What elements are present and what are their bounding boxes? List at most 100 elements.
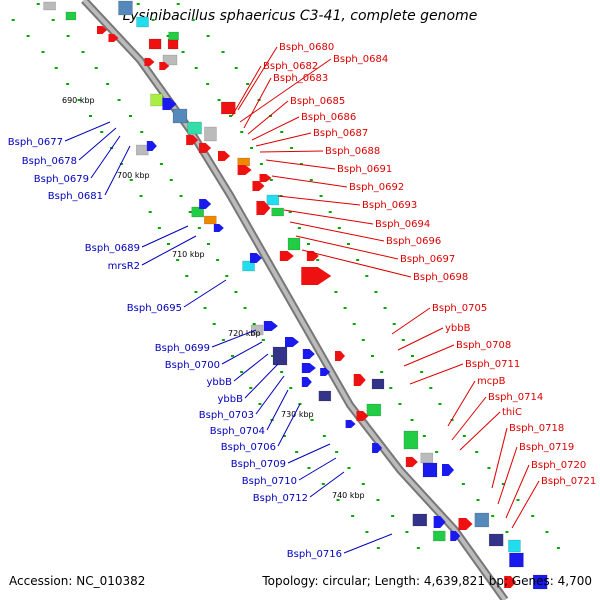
track-dot (148, 211, 152, 213)
gene-label-left: Bsph_0699 (155, 343, 210, 354)
gene-box (272, 346, 288, 366)
gene-label-left: Bsph_0689 (85, 243, 140, 254)
kbp-label: 700 kbp (117, 171, 150, 180)
leader-line (283, 209, 374, 225)
gene-label-left: Bsph_0678 (22, 156, 77, 167)
track-dot (167, 243, 170, 245)
gene-box (271, 207, 284, 217)
track-dot (516, 499, 520, 501)
track-dot (343, 307, 347, 309)
leader-line (255, 375, 285, 415)
track-dot (374, 291, 378, 293)
gene-arrow (252, 181, 265, 191)
leader-line (277, 403, 301, 447)
gene-label-left: Bsph_0716 (287, 549, 342, 560)
gene-arrow (259, 174, 272, 182)
track-dot (240, 131, 244, 133)
track-dot (392, 323, 396, 325)
track-dot (319, 195, 323, 197)
gene-label-right: Bsph_0705 (432, 303, 487, 314)
gene-label-right: Bsph_0696 (386, 236, 441, 247)
track-dot (290, 147, 294, 149)
track-dot (410, 419, 414, 421)
kbp-label: 710 kbp (172, 250, 205, 259)
leader-line (277, 195, 361, 206)
gene-box (148, 38, 162, 50)
track-dot (129, 179, 133, 181)
label-leader-lines (64, 46, 540, 554)
track-dot (380, 371, 384, 373)
gene-label-left: Bsph_0695 (127, 303, 182, 314)
gene-label-left: Bsph_0700 (165, 360, 220, 371)
track-dot (361, 483, 365, 485)
gene-label-right: Bsph_0680 (279, 42, 334, 53)
track-dot (371, 355, 374, 357)
track-dot (77, 99, 81, 101)
gene-arrow (263, 321, 278, 331)
gene-box (509, 552, 524, 568)
gene-label-left: Bsph_0677 (8, 137, 63, 148)
kbp-label: 720 kbp (228, 329, 261, 338)
gene-label-left: mrsR2 (108, 261, 140, 272)
leader-line (78, 127, 117, 161)
track-dot (389, 387, 393, 389)
track-dot (176, 3, 180, 5)
gene-label-right: Bsph_0711 (465, 359, 520, 370)
leader-line (511, 480, 540, 529)
leader-line (409, 363, 464, 385)
gene-arrow (442, 464, 454, 476)
gene-arrow (433, 516, 446, 528)
gene-label-left: Bsph_0706 (221, 442, 276, 453)
gene-label-right: Bsph_0708 (456, 340, 511, 351)
track-dot (297, 227, 301, 229)
track-dot (157, 227, 161, 229)
track-dot (258, 403, 262, 405)
gene-label-left: Bsph_0709 (231, 459, 286, 470)
track-dot (365, 531, 369, 533)
leader-line (266, 389, 289, 431)
track-dot (225, 275, 229, 277)
track-dot (352, 323, 356, 325)
leader-line (221, 341, 263, 365)
track-dot (391, 515, 395, 517)
track-dot (136, 3, 140, 5)
track-dot (475, 451, 479, 453)
gene-arrow (144, 58, 155, 66)
gene-label-right: thiC (502, 407, 522, 418)
backbone-inner (82, 0, 507, 600)
gene-arrow (279, 251, 294, 261)
gene-label-left: Bsph_0710 (242, 476, 297, 487)
track-dot (151, 19, 155, 21)
gene-box (433, 530, 446, 542)
gene-label-right: Bsph_0687 (313, 128, 368, 139)
leader-line (104, 145, 131, 196)
gene-box (474, 512, 490, 528)
gene-arrow (162, 98, 177, 110)
track-dot (328, 211, 332, 213)
leader-line (237, 46, 278, 111)
gene-box (43, 1, 56, 11)
gene-arrow (97, 26, 107, 34)
gene-label-left: Bsph_0679 (34, 174, 89, 185)
track-dot (269, 179, 273, 181)
track-dot (229, 115, 232, 117)
leader-line (231, 65, 262, 117)
gene-features (43, 0, 548, 590)
track-dot (206, 83, 210, 85)
gene-label-right: Bsph_0692 (349, 182, 404, 193)
leader-line (459, 411, 501, 451)
track-dot (159, 163, 163, 165)
gene-label-left: Bsph_0712 (253, 493, 308, 504)
gene-label-right: Bsph_0698 (413, 272, 468, 283)
track-dot (438, 403, 442, 405)
gene-label-right: Bsph_0719 (519, 442, 574, 453)
track-dot (240, 371, 244, 373)
accession-text: Accession: NC_010382 (9, 574, 146, 588)
gene-box (422, 462, 438, 478)
gene-label-right: mcpB (477, 376, 506, 387)
gene-label-right: Bsph_0688 (325, 146, 380, 157)
leader-line (141, 225, 189, 248)
gene-box (221, 101, 236, 115)
track-dot (221, 339, 225, 341)
